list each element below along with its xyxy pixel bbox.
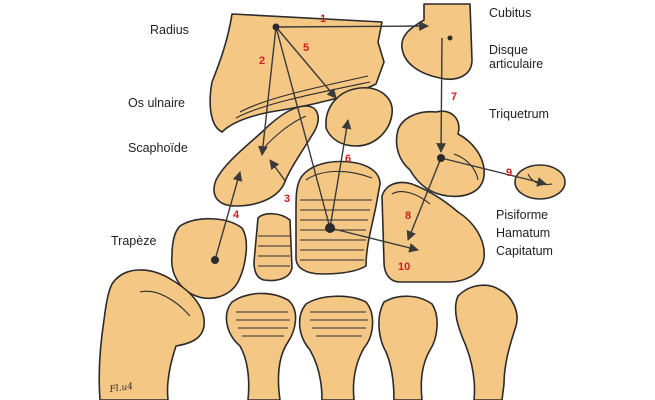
label-trapeze: Trapèze xyxy=(111,234,157,248)
arrow-9 xyxy=(440,157,547,187)
arrow-2 xyxy=(258,26,277,156)
arrow-3 xyxy=(275,26,331,229)
arrow-7 xyxy=(436,37,446,153)
lunate-bone xyxy=(325,87,393,147)
arrow-number-7: 7 xyxy=(451,91,457,103)
thumb-articular-surface xyxy=(139,290,191,317)
label-cubitus: Cubitus xyxy=(489,6,532,20)
metacarpal-4-bone xyxy=(378,295,438,400)
arrow-8 xyxy=(406,157,442,241)
arrow-3-head xyxy=(269,159,287,183)
metacarpal-2-hatching xyxy=(236,311,290,337)
hamatum-bone xyxy=(381,181,485,283)
arrow-10 xyxy=(329,227,419,253)
arrow-number-5: 5 xyxy=(303,42,309,54)
arrow-number-9: 9 xyxy=(506,167,512,179)
capitatum-articular-surface xyxy=(305,170,373,181)
metacarpal-3-bone xyxy=(298,295,374,400)
arrow-number-10: 10 xyxy=(398,261,410,273)
capitatum-bone xyxy=(295,160,381,275)
label-disque-line2: articulaire xyxy=(489,57,544,71)
metacarpal-1-bone xyxy=(98,269,205,400)
radius-articular-surface xyxy=(235,81,371,119)
arrow-number-8: 8 xyxy=(405,210,411,222)
label-disque-line1: Disque xyxy=(489,43,528,57)
center-dot-cubitus xyxy=(447,35,453,41)
trapeze-bone xyxy=(171,217,248,300)
arrow-number-4: 4 xyxy=(233,209,240,221)
triquetrum-articular-surface xyxy=(453,153,479,181)
center-dot-triquetrum xyxy=(437,154,445,162)
label-os-ulnaire: Os ulnaire xyxy=(128,96,185,110)
hamatum-articular-surface xyxy=(391,191,431,205)
arrow-1 xyxy=(275,21,429,31)
metacarpal-3-hatching xyxy=(310,311,368,337)
arrow-number-1: 1 xyxy=(320,13,326,25)
arrow-number-3: 3 xyxy=(284,193,290,205)
label-capitatum: Capitatum xyxy=(496,244,553,258)
arrow-number-2: 2 xyxy=(259,55,265,67)
label-hamatum: Hamatum xyxy=(496,226,551,240)
arrow-4 xyxy=(214,171,243,261)
label-scaphoide: Scaphoïde xyxy=(128,141,188,155)
cubitus-bone xyxy=(401,3,473,80)
metacarpal-2-bone xyxy=(225,292,297,400)
center-dot-capitatum xyxy=(325,223,335,233)
arrow-5 xyxy=(275,26,337,99)
arrow-6 xyxy=(329,119,352,229)
trapezoid-bone xyxy=(253,212,293,282)
center-dot-trapeze xyxy=(211,256,219,264)
signature: Fl.u4 xyxy=(108,382,134,395)
label-radius: Radius xyxy=(150,23,189,37)
metacarpal-5-bone xyxy=(454,284,518,400)
center-dot-radius xyxy=(272,23,280,31)
arrow-number-6: 6 xyxy=(345,153,351,165)
trapezoid-hatching xyxy=(258,235,290,267)
triquetrum-bone xyxy=(395,110,485,198)
label-pisiforme: Pisiforme xyxy=(496,208,549,222)
label-triquetrum: Triquetrum xyxy=(489,107,549,121)
